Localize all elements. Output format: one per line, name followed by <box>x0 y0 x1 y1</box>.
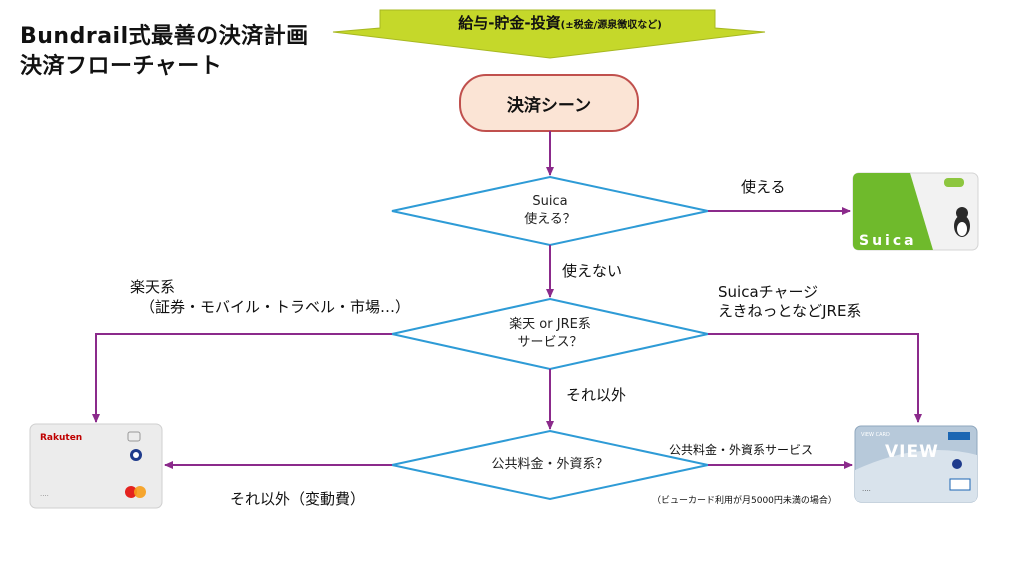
edge-label-other: それ以外 <box>566 386 627 404</box>
start-node-label: 決済シーン <box>506 95 592 116</box>
view-card-image: VIEW CARD VIEW ···· <box>854 425 978 503</box>
decision-public-label: 公共料金・外資系？ <box>460 456 640 474</box>
rakuten-card-brand: Rakuten <box>40 433 82 443</box>
suica-card-brand: Suica <box>859 233 917 249</box>
decision-suica-line2: 使える？ <box>524 211 576 227</box>
edge-label-rakuten-2: （証券・モバイル・トラベル・市場…） <box>140 298 411 316</box>
decision-suica-line1: Suica <box>532 194 568 209</box>
banner-note-text: (±税金/源泉徴収など) <box>560 20 662 31</box>
decision-public <box>391 429 709 501</box>
edge-label-not-usable: 使えない <box>562 262 623 280</box>
decision-public-line1: 公共料金・外資系？ <box>491 457 609 472</box>
decision-rakuten-line1: 楽天 or JRE系 <box>509 317 591 332</box>
edge-label-public-service: 公共料金・外資系サービス <box>669 443 814 457</box>
suica-card-image: Suica <box>852 172 979 251</box>
page-subtitle: 決済フローチャート <box>20 54 223 79</box>
edge-label-rakuten-1: 楽天系 <box>130 278 176 296</box>
page-title: Bundrail式最善の決済計画 <box>20 24 309 49</box>
arrow-jre <box>708 333 922 423</box>
view-card-number: ···· <box>862 487 871 495</box>
decision-rakuten-label: 楽天 or JRE系 サービス？ <box>460 316 640 351</box>
edge-label-jre-1: Suicaチャージ <box>718 283 819 301</box>
edge-label-variable: それ以外（変動費） <box>230 490 366 508</box>
income-banner-label: 給与-貯金-投資(±税金/源泉徴収など) <box>420 12 700 33</box>
rakuten-card-number: ···· <box>40 492 49 500</box>
decision-rakuten-line2: サービス？ <box>517 334 583 350</box>
edge-label-jre-2: えきねっとなどJRE系 <box>718 302 862 320</box>
view-card-header: VIEW CARD <box>861 432 890 438</box>
income-banner-arrow <box>332 9 766 59</box>
banner-main-text: 給与-貯金-投資 <box>458 14 561 32</box>
edge-label-view-note: （ビューカード利用が月5000円未満の場合） <box>652 496 837 506</box>
view-card-brand: VIEW <box>885 442 939 462</box>
rakuten-card-image: Rakuten ···· <box>29 423 163 509</box>
decision-suica-label: Suica 使える？ <box>470 193 630 228</box>
edge-label-usable: 使える <box>741 178 786 196</box>
arrow-rakuten <box>92 333 392 423</box>
